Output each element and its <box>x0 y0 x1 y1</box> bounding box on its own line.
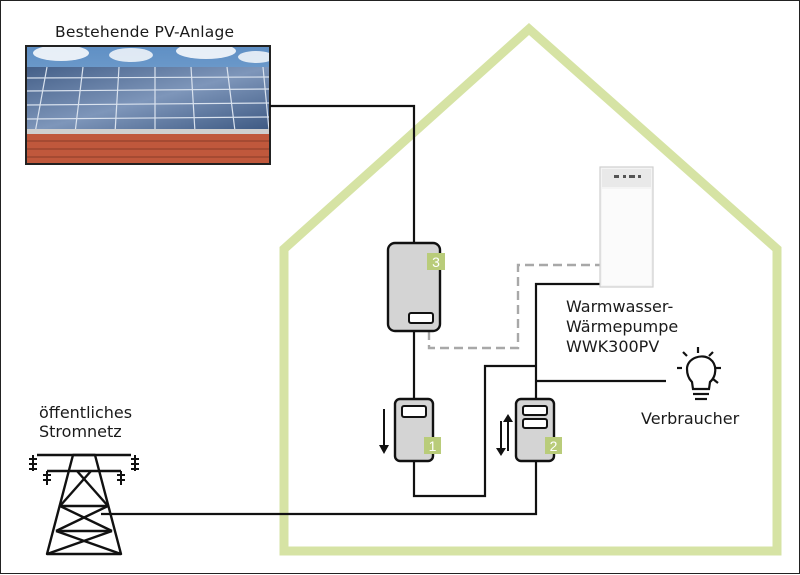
wire-meter1-meter2 <box>412 364 536 498</box>
meter1-device <box>379 397 441 463</box>
meter1-number: 1 <box>429 438 437 454</box>
lightbulb-icon <box>677 347 721 401</box>
heatpump-unit <box>599 166 654 288</box>
heatpump-label: Warmwasser- Wärmepumpe WWK300PV <box>566 297 678 357</box>
data-line-inverter-heatpump <box>427 263 601 350</box>
grid-label-line2: Stromnetz <box>39 422 122 441</box>
wiring <box>101 104 666 516</box>
pv-label: Bestehende PV-Anlage <box>55 23 235 41</box>
wire-meter2-heatpump <box>534 282 601 399</box>
inverter-number: 3 <box>432 254 440 270</box>
heatpump-label-line1: Warmwasser- <box>566 297 674 316</box>
heatpump-label-line2: Wärmepumpe <box>566 317 679 336</box>
wire-grid-meter2 <box>101 461 538 516</box>
meter2-device <box>496 397 562 463</box>
heatpump-label-line3: WWK300PV <box>566 337 660 356</box>
meter2-number: 2 <box>550 438 558 454</box>
consumer-label: Verbraucher <box>641 409 740 428</box>
house-outline <box>279 22 782 556</box>
wire-pv-inverter <box>270 104 416 245</box>
pv-panel-photo <box>25 45 271 165</box>
grid-label-line1: öffentliches <box>39 403 133 422</box>
grid-label: öffentliches Stromnetz <box>39 403 132 441</box>
power-pylon-icon <box>29 453 139 556</box>
inverter-device <box>386 241 445 333</box>
